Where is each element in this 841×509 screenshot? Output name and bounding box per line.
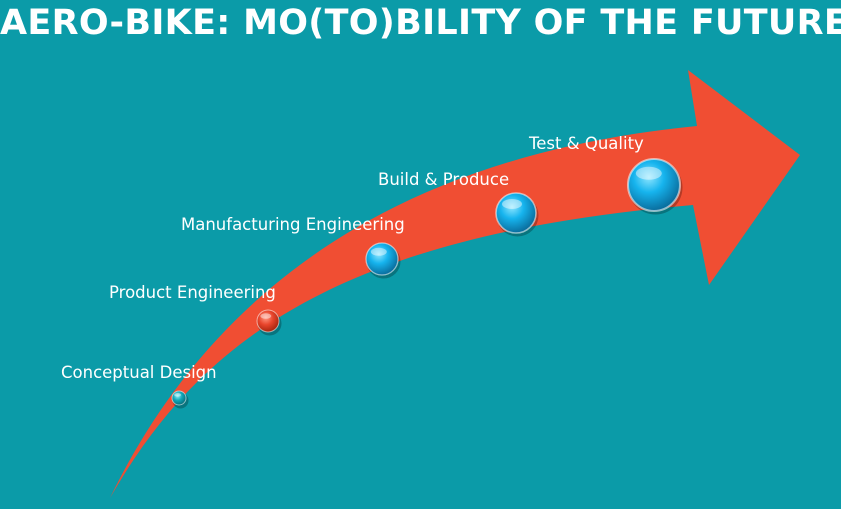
stage-marker-product-engineering [256,309,282,336]
stage-marker-build-produce [495,192,539,237]
arrow-shape [110,70,800,498]
stage-marker-conceptual-design [171,390,189,409]
stage-label-conceptual-design: Conceptual Design [61,363,217,382]
stage-label-test-quality: Test & Quality [529,134,644,153]
stage-marker-test-quality [626,157,683,215]
stage-label-build-produce: Build & Produce [378,170,510,189]
slide-title: AERO-BIKE: MO(TO)BILITY OF THE FUTURE [0,3,841,43]
stage-marker-manufacturing-engineering [365,242,401,279]
stage-label-product-engineering: Product Engineering [109,283,276,302]
stage-label-manufacturing-engineering: Manufacturing Engineering [181,215,405,234]
